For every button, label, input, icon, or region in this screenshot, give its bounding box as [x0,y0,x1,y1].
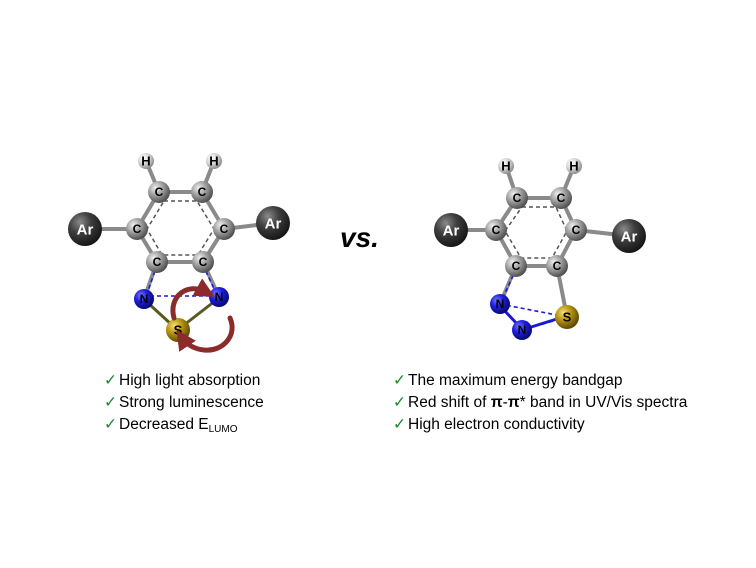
right-atom-n1: N [490,294,510,314]
svg-text:S: S [174,323,183,338]
svg-text:C: C [133,222,142,236]
svg-text:Ar: Ar [443,223,460,240]
right-atom-c6: C [546,255,568,277]
left-atom-c3: C [126,218,148,240]
checkmark-icon: ✓ [104,394,117,411]
left-bonds [83,159,275,301]
svg-text:C: C [557,191,566,205]
left-atom-ar1: Ar [68,212,102,246]
left-atom-n1: N [134,289,154,309]
left-atom-ar2: Ar [256,206,290,240]
svg-text:H: H [569,159,578,174]
left-atom-h2: H [206,153,222,169]
svg-text:H: H [209,154,218,169]
right-properties-list: ✓The maximum energy bandgap ✓Red shift o… [393,370,687,436]
left-ns-bonds [146,299,217,327]
left-property-item: ✓Decreased ELUMO [104,416,238,435]
left-atom-c6: C [192,251,214,273]
left-aromatic-dashes [146,200,215,256]
checkmark-icon: ✓ [393,372,406,389]
left-atom-s: S [166,318,190,342]
right-property-item: ✓High electron conductivity [393,416,585,433]
svg-text:C: C [155,185,164,199]
svg-text:N: N [496,297,505,311]
right-atom-c4: C [565,219,587,241]
svg-text:C: C [199,255,208,269]
right-molecule: H H C C C C C C [434,158,646,340]
right-atom-n2: N [512,320,532,340]
left-atom-h1: H [138,153,154,169]
svg-text:C: C [512,259,521,273]
svg-text:N: N [140,292,149,306]
left-atom-c1: C [148,181,170,203]
checkmark-icon: ✓ [104,416,117,433]
svg-text:Ar: Ar [77,222,94,239]
svg-text:H: H [141,154,150,169]
checkmark-icon: ✓ [393,394,406,411]
left-properties-list: ✓High light absorption ✓Strong luminesce… [104,370,264,441]
svg-text:N: N [215,290,224,304]
svg-text:Ar: Ar [621,229,638,246]
svg-text:C: C [513,191,522,205]
right-property-item: ✓The maximum energy bandgap [393,372,623,389]
left-property-item: ✓Strong luminescence [104,394,264,411]
svg-text:C: C [198,185,207,199]
right-aromatic-dashes [504,206,568,259]
svg-text:H: H [501,159,510,174]
curved-arrow-icon [170,278,235,353]
left-molecule: H H C C C C C C [68,153,290,353]
svg-text:C: C [553,259,562,273]
right-atom-c5: C [505,255,527,277]
left-atom-n2: N [209,287,229,307]
right-atom-c1: C [506,187,528,209]
svg-text:S: S [563,310,572,325]
svg-text:N: N [518,323,527,337]
right-atom-c2: C [550,187,572,209]
right-atom-h2: H [566,158,582,174]
svg-text:C: C [220,222,229,236]
left-property-item: ✓High light absorption [104,372,261,389]
vs-label: vs. [340,222,379,253]
right-property-item: ✓Red shift of π-π* band in UV/Vis spectr… [393,394,688,411]
left-atom-c2: C [191,181,213,203]
svg-text:C: C [153,255,162,269]
right-atom-c3: C [485,219,507,241]
checkmark-icon: ✓ [104,372,117,389]
left-atom-c5: C [146,251,168,273]
right-atom-ar1: Ar [434,213,468,247]
right-atom-ar2: Ar [612,219,646,253]
right-atom-s: S [555,305,579,329]
right-atom-h1: H [498,158,514,174]
left-atom-c4: C [213,218,235,240]
checkmark-icon: ✓ [393,416,406,433]
right-nn-bond [501,307,562,330]
svg-text:Ar: Ar [265,216,282,233]
svg-text:C: C [492,223,501,237]
right-bonds [449,164,631,319]
svg-text:C: C [572,223,581,237]
